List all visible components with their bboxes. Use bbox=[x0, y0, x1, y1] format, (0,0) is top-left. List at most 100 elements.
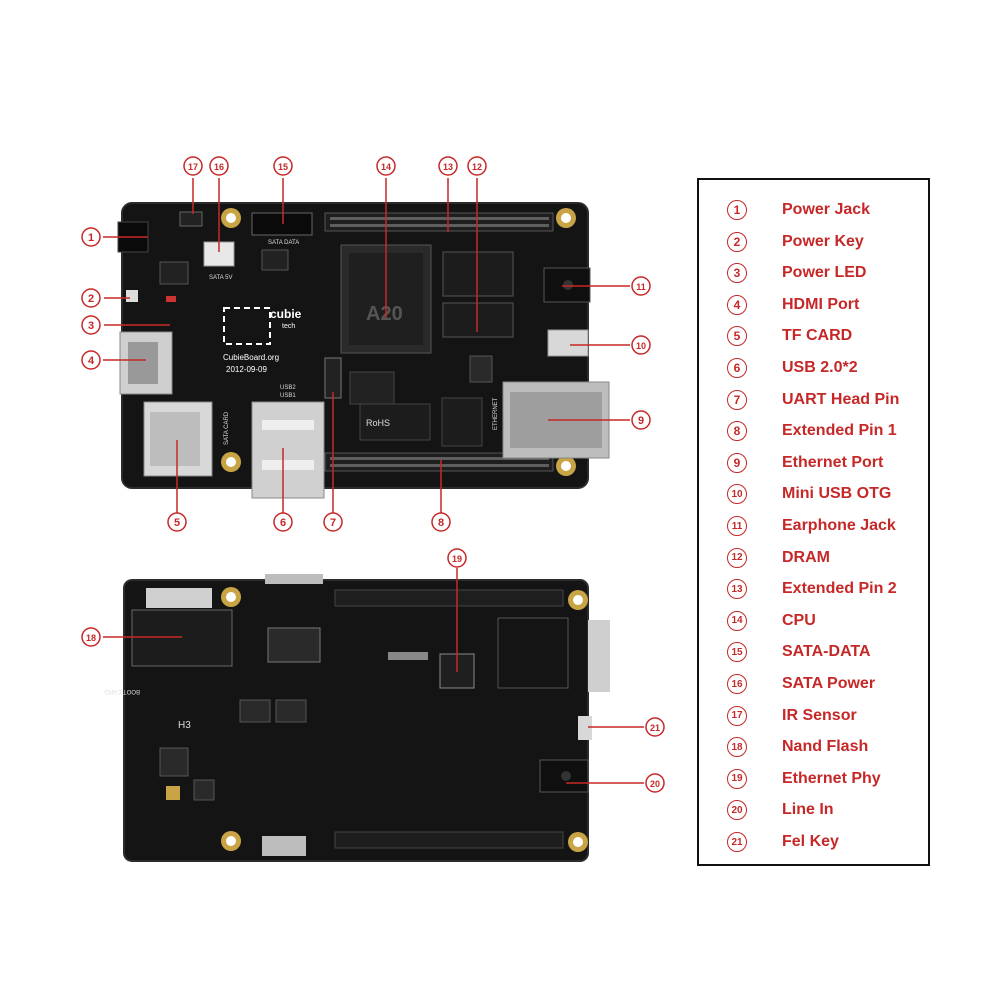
rohs-silk: RoHS bbox=[366, 418, 390, 428]
dram-chip-2 bbox=[442, 302, 514, 338]
legend-label: IR Sensor bbox=[782, 706, 857, 724]
legend-number: 10 bbox=[727, 484, 747, 505]
board-url: CubieBoard.org bbox=[223, 353, 279, 362]
callout-16: 16 bbox=[209, 156, 229, 176]
callout-12: 12 bbox=[467, 156, 487, 176]
cubie-logo-box bbox=[223, 307, 271, 345]
callout-number: 8 bbox=[438, 517, 444, 529]
legend-label: Power LED bbox=[782, 264, 867, 282]
cpu-silk: A20 bbox=[366, 303, 403, 325]
board-top: SATA DATA SATA 5V SATA CARD cubie tech C… bbox=[117, 202, 610, 499]
callout-number: 2 bbox=[88, 293, 94, 305]
legend-box: 1 Power Jack 2 Power Key 3 Power LED 4 HDMI Por… bbox=[697, 178, 930, 866]
legend-number: 9 bbox=[727, 452, 747, 473]
legend-label: Earphone Jack bbox=[782, 517, 896, 534]
legend-number: 21 bbox=[727, 832, 747, 852]
legend-label: Extended Pin 2 bbox=[782, 580, 897, 598]
callout-number: 21 bbox=[650, 723, 660, 733]
callout-number: 17 bbox=[188, 162, 198, 172]
legend-label: Power Key bbox=[782, 232, 864, 250]
legend-item: 16 SATA Power bbox=[727, 672, 875, 696]
legend-number: 15 bbox=[727, 642, 747, 663]
legend-label: HDMI Port bbox=[782, 295, 860, 313]
legend-item: 2 Power Key bbox=[727, 230, 864, 254]
callout-8: 8 bbox=[431, 512, 451, 532]
legend-label: TF CARD bbox=[782, 327, 853, 345]
legend-label: Power Jack bbox=[782, 201, 871, 218]
callout-3: 3 bbox=[81, 315, 101, 335]
callout-number: 19 bbox=[452, 554, 462, 564]
legend-item: 13 Extended Pin 2 bbox=[727, 577, 897, 601]
sata-data-silk: SATA DATA bbox=[268, 240, 299, 246]
legend-number: 3 bbox=[727, 263, 747, 284]
nand-flash bbox=[131, 609, 233, 667]
callout-number: 16 bbox=[214, 162, 224, 172]
legend-number: 7 bbox=[727, 389, 747, 410]
usb2-silk: USB2 bbox=[280, 385, 296, 391]
callout-1: 1 bbox=[81, 227, 101, 247]
legend-number: 4 bbox=[727, 294, 747, 315]
power-led bbox=[166, 296, 176, 302]
callout-6: 6 bbox=[273, 512, 293, 532]
pin-header-top bbox=[324, 212, 554, 232]
sata-data-connector bbox=[251, 212, 313, 236]
board-bottom: BOOT CARD H3 bbox=[104, 574, 610, 862]
legend-label: SATA-DATA bbox=[782, 643, 871, 661]
legend-number: 20 bbox=[727, 800, 747, 821]
legend-number: 12 bbox=[727, 547, 747, 568]
callout-18: 18 bbox=[81, 627, 101, 647]
usb1-silk: USB1 bbox=[280, 393, 296, 399]
legend-item: 3 Power LED bbox=[727, 261, 866, 285]
cubie-logo-sub: tech bbox=[282, 323, 295, 330]
callout-2: 2 bbox=[81, 288, 101, 308]
dram-chip-1 bbox=[442, 251, 514, 297]
callout-19: 19 bbox=[447, 548, 467, 568]
callout-number: 20 bbox=[650, 779, 660, 789]
legend-label: Ethernet Phy bbox=[782, 769, 881, 787]
callout-15: 15 bbox=[273, 156, 293, 176]
legend-label: DRAM bbox=[782, 548, 830, 566]
legend-number: 16 bbox=[727, 674, 747, 694]
h3-silk: H3 bbox=[178, 720, 191, 731]
legend-number: 13 bbox=[727, 579, 747, 600]
mini-usb-otg bbox=[547, 329, 589, 357]
legend-number: 2 bbox=[727, 231, 747, 252]
callout-number: 11 bbox=[636, 282, 646, 292]
legend-label: Ethernet Port bbox=[782, 453, 884, 471]
callout-number: 12 bbox=[472, 162, 482, 172]
legend-number: 14 bbox=[727, 610, 747, 631]
legend-label: Line In bbox=[782, 801, 834, 819]
callout-17: 17 bbox=[183, 156, 203, 176]
legend-item: 20 Line In bbox=[727, 798, 834, 822]
callout-9: 9 bbox=[631, 410, 651, 430]
callout-13: 13 bbox=[438, 156, 458, 176]
callout-number: 3 bbox=[88, 320, 94, 332]
board-date: 2012-09-09 bbox=[226, 365, 267, 374]
legend-label: UART Head Pin bbox=[782, 390, 900, 408]
legend-item: 9 Ethernet Port bbox=[727, 451, 883, 475]
legend-item: 1 Power Jack bbox=[727, 198, 870, 222]
callout-20: 20 bbox=[645, 773, 665, 793]
callout-4: 4 bbox=[81, 350, 101, 370]
legend-number: 1 bbox=[727, 200, 747, 220]
boot-card-silk: BOOT CARD bbox=[104, 688, 140, 694]
legend-label: SATA Power bbox=[782, 675, 876, 692]
ethernet-silk: ETHERNET bbox=[493, 397, 499, 430]
legend-label: USB 2.0*2 bbox=[782, 359, 858, 376]
callout-7: 7 bbox=[323, 512, 343, 532]
callout-number: 14 bbox=[381, 162, 391, 172]
legend-number: 5 bbox=[727, 326, 747, 347]
legend-item: 4 HDMI Port bbox=[727, 293, 859, 317]
callout-number: 1 bbox=[88, 232, 94, 244]
sata-5v-silk: SATA 5V bbox=[209, 275, 232, 281]
